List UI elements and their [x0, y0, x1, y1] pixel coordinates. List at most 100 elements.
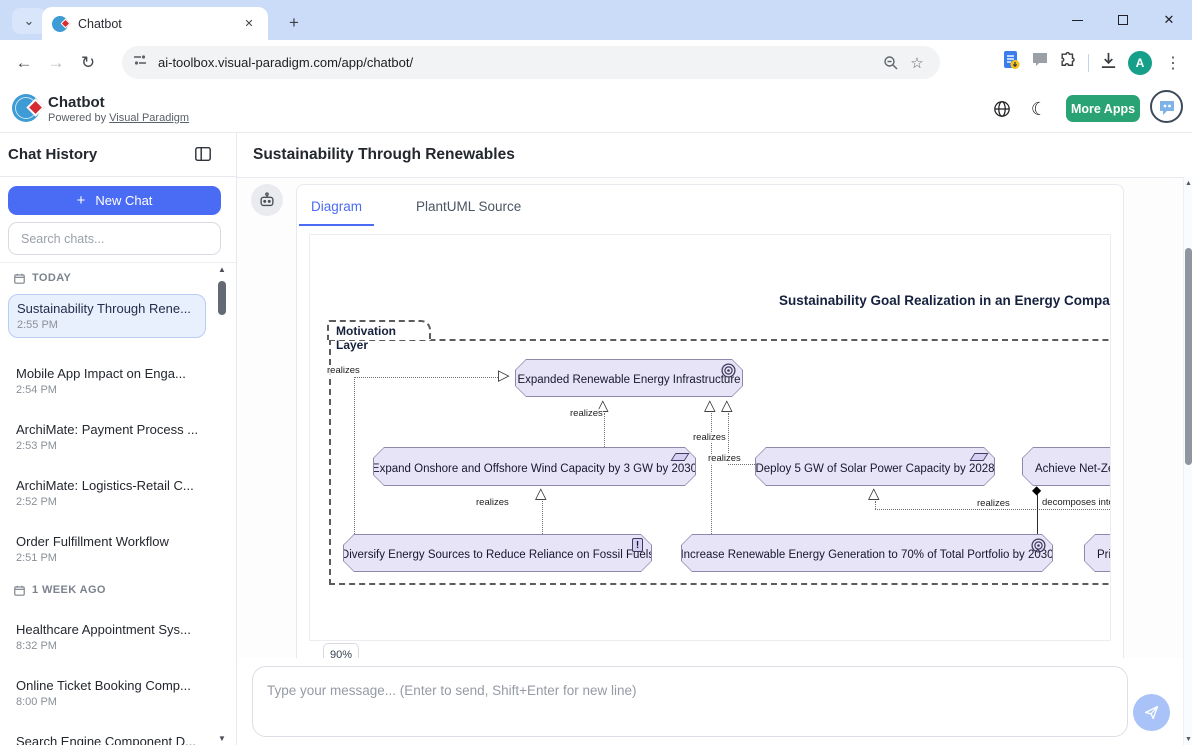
scroll-up-icon: ▲: [218, 265, 226, 274]
page-scrollbar[interactable]: ▲ ▼: [1183, 178, 1192, 745]
url-text[interactable]: ai-toolbox.visual-paradigm.com/app/chatb…: [158, 55, 414, 70]
scroll-down-icon: ▼: [1185, 736, 1192, 743]
realization-arrow-icon: △: [868, 485, 880, 502]
motivation-layer-label: Motivation Layer: [327, 320, 431, 352]
requirement-node[interactable]: Expand Onshore and Offshore Wind Capacit…: [373, 447, 696, 486]
address-bar[interactable]: ai-toolbox.visual-paradigm.com/app/chatb…: [122, 46, 940, 79]
diagram-viewport[interactable]: Sustainability Goal Realization in an En…: [309, 234, 1111, 641]
chatbot-avatar-icon[interactable]: [1150, 90, 1183, 123]
site-settings-icon[interactable]: [132, 52, 148, 73]
sidebar-divider: [0, 262, 236, 263]
visual-paradigm-link[interactable]: Visual Paradigm: [109, 112, 190, 124]
sidebar-header: Chat History: [0, 133, 236, 177]
diagram-title: Sustainability Goal Realization in an En…: [779, 293, 1111, 308]
dark-mode-moon-icon[interactable]: ☾: [1030, 98, 1048, 119]
chat-list-item[interactable]: Order Fulfillment Workflow 2:51 PM: [16, 534, 169, 564]
goal-node[interactable]: Increase Renewable Energy Generation to …: [681, 534, 1053, 572]
scrollbar-thumb[interactable]: [218, 281, 226, 315]
minimize-button[interactable]: [1054, 0, 1100, 40]
realization-arrow-icon: △: [721, 397, 733, 414]
chat-list: TODAY Sustainability Through Rene... 2:5…: [0, 263, 236, 745]
sidebar: Chat History +New Chat TODAY Sustainabil…: [0, 133, 237, 745]
composition-diamond-icon: ◆: [1032, 483, 1042, 497]
conversation-title: Sustainability Through Renewables: [253, 146, 515, 163]
realization-arrow-icon: △: [535, 485, 547, 502]
chat-list-item[interactable]: ArchiMate: Logistics-Retail C... 2:52 PM: [16, 478, 194, 508]
chat-list-item[interactable]: Sustainability Through Rene... 2:55 PM: [8, 294, 206, 338]
edge-label-decomposes: decomposes into: [1042, 498, 1110, 508]
browser-titlebar: ⌄ Chatbot ✕ + ✕: [0, 0, 1192, 40]
edge-line: [542, 501, 543, 534]
edge-line: [711, 413, 712, 534]
message-input[interactable]: [252, 666, 1128, 737]
tab-diagram[interactable]: Diagram: [299, 199, 375, 226]
edge-line: [354, 377, 355, 534]
card-tabs: Diagram PlantUML Source: [299, 199, 522, 226]
edge-label-realizes: realizes: [708, 453, 741, 464]
edge-label-realizes: realizes: [977, 498, 1010, 509]
goal-icon: [1031, 538, 1046, 553]
zoom-out-page-icon[interactable]: [878, 50, 904, 76]
maximize-button[interactable]: [1100, 0, 1146, 40]
tab-search-icon[interactable]: ⌄: [12, 8, 46, 34]
forward-icon[interactable]: →: [47, 52, 65, 72]
principle-icon: !: [632, 538, 643, 552]
close-button[interactable]: ✕: [1163, 12, 1175, 27]
powered-by-text: Powered by: [48, 112, 110, 124]
plus-icon: +: [76, 192, 86, 209]
chat-list-item[interactable]: ArchiMate: Payment Process ... 2:53 PM: [16, 422, 198, 452]
paper-plane-icon: [1144, 705, 1159, 720]
new-tab-icon[interactable]: +: [289, 13, 299, 32]
browser-tab[interactable]: Chatbot ✕: [42, 7, 268, 40]
edge-line: [875, 509, 1110, 510]
requirement-node[interactable]: Deploy 5 GW of Solar Power Capacity by 2…: [755, 447, 995, 486]
downloads-icon[interactable]: [1099, 51, 1118, 75]
sidebar-scrollbar[interactable]: ▲ ▼: [217, 265, 227, 743]
realization-arrow-icon: △: [704, 397, 716, 414]
chat-list-item[interactable]: Healthcare Appointment Sys... 8:32 PM: [16, 622, 191, 652]
section-header-week-ago: 1 WEEK AGO: [14, 584, 106, 596]
docs-extension-icon[interactable]: [1001, 50, 1021, 75]
edge-line: [604, 413, 605, 447]
edge-line: [728, 464, 755, 465]
edge-label-realizes: realizes: [693, 432, 726, 443]
principle-node[interactable]: Diversify Energy Sources to Reduce Relia…: [343, 534, 652, 572]
send-button[interactable]: [1133, 694, 1170, 731]
realization-arrow-icon: △: [597, 397, 609, 414]
new-chat-button[interactable]: +New Chat: [8, 186, 221, 215]
tab-close-icon[interactable]: ✕: [244, 18, 254, 30]
section-header-today: TODAY: [14, 272, 71, 284]
menu-kebab-icon[interactable]: ⋮: [1165, 54, 1181, 72]
language-globe-icon[interactable]: [992, 99, 1012, 119]
edge-line: [728, 413, 729, 465]
chat-list-item[interactable]: Search Engine Component D...: [16, 734, 196, 745]
extensions-puzzle-icon[interactable]: [1059, 51, 1078, 75]
tab-title: Chatbot: [78, 16, 122, 31]
chat-list-item[interactable]: Online Ticket Booking Comp... 8:00 PM: [16, 678, 191, 708]
back-icon[interactable]: ←: [15, 52, 33, 72]
sidebar-title: Chat History: [8, 146, 98, 163]
goal-icon: [721, 363, 736, 378]
reload-icon[interactable]: ↻: [80, 52, 96, 72]
toolbar-separator: [1088, 53, 1089, 72]
app-header: [0, 85, 1192, 133]
browser-actions: A ⋮: [1001, 46, 1184, 79]
calendar-icon: [14, 585, 25, 596]
goal-node[interactable]: Achieve Net-Zer: [1022, 447, 1111, 486]
profile-avatar[interactable]: A: [1128, 50, 1152, 75]
search-chats-input[interactable]: [8, 222, 221, 255]
more-apps-button[interactable]: More Apps: [1066, 95, 1140, 122]
scrollbar-thumb[interactable]: [1185, 248, 1192, 465]
edge-line: [1037, 494, 1038, 534]
collapse-sidebar-icon[interactable]: [194, 145, 212, 163]
calendar-icon: [14, 273, 25, 284]
chat-list-item[interactable]: Mobile App Impact on Enga... 2:54 PM: [16, 366, 186, 396]
goal-node[interactable]: Expanded Renewable Energy Infrastructure: [515, 359, 743, 397]
main-content: Sustainability Through Renewables Diagra…: [237, 133, 1184, 745]
edge-line: [875, 501, 876, 509]
comment-extension-icon[interactable]: [1031, 51, 1049, 74]
edge-label-realizes: realizes: [570, 408, 603, 419]
bookmark-star-icon[interactable]: ☆: [910, 54, 924, 72]
app-title: Chatbot: [48, 94, 105, 111]
tab-plantuml-source[interactable]: PlantUML Source: [416, 199, 522, 214]
